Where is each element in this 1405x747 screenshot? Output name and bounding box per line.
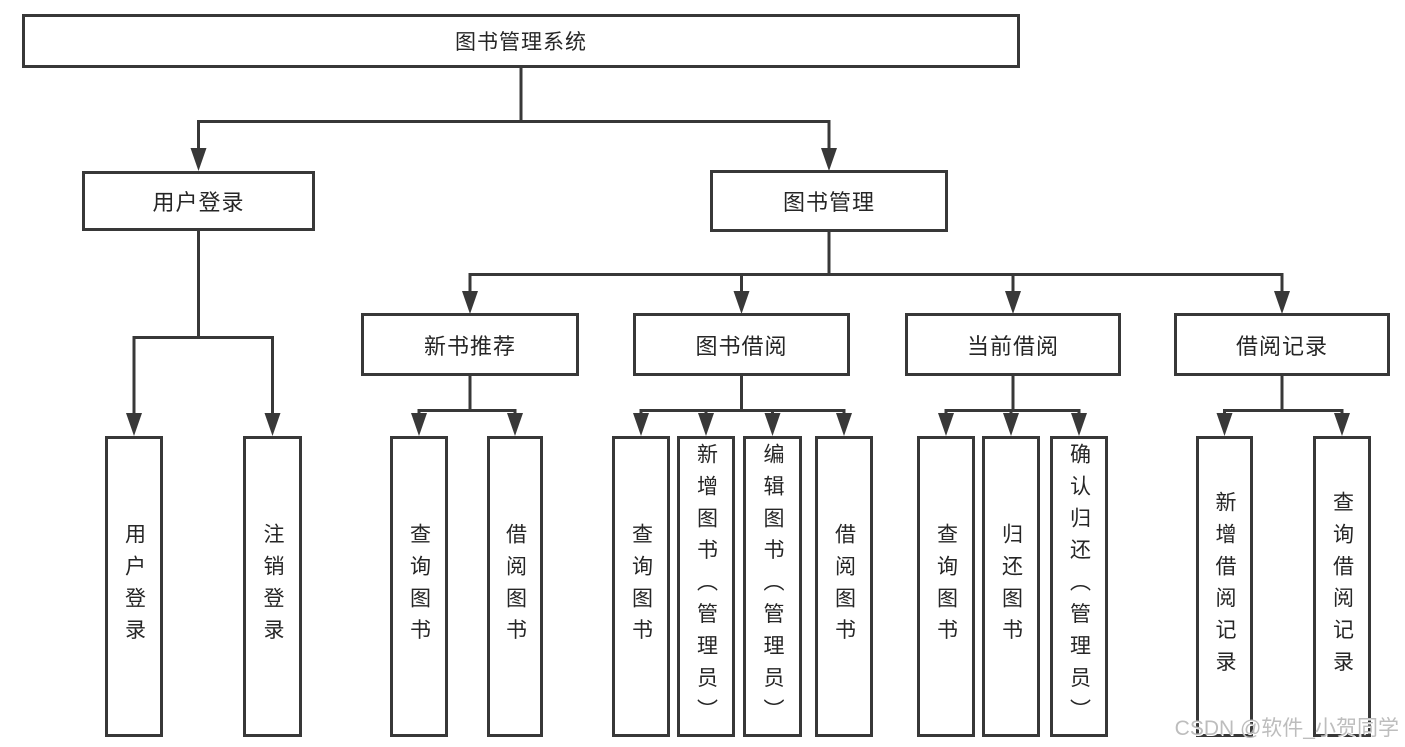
leaf-borrow-books-recommend: 借阅图书 xyxy=(487,436,543,737)
arrowhead-icon xyxy=(1003,413,1019,436)
watermark: CSDN @软件_小贺同学 xyxy=(1174,717,1399,740)
arrowhead-icon xyxy=(836,413,852,436)
arrowhead-icon xyxy=(126,413,142,436)
arrowhead-icon xyxy=(1216,413,1233,436)
arrowhead-icon xyxy=(733,291,750,314)
arrowhead-icon xyxy=(411,413,427,436)
leaf-borrow-books-borrowing: 借阅图书 xyxy=(815,436,873,737)
arrowhead-icon xyxy=(264,413,281,436)
arrowhead-icon xyxy=(507,413,523,436)
leaf-return-books: 归还图书 xyxy=(982,436,1040,737)
leaf-query-borrow-record: 查询借阅记录 xyxy=(1313,436,1371,737)
leaf-logout: 注销登录 xyxy=(243,436,302,737)
arrowhead-icon xyxy=(633,413,649,436)
arrowhead-icon xyxy=(462,291,478,314)
leaf-user-login: 用户登录 xyxy=(105,436,163,737)
leaf-add-books-admin: 新增图书（管理员） xyxy=(677,436,735,737)
arrowhead-icon xyxy=(190,148,207,171)
arrowhead-icon xyxy=(764,413,781,436)
arrowhead-icon xyxy=(1334,413,1350,436)
node-book-management: 图书管理 xyxy=(710,170,948,232)
arrowhead-icon xyxy=(1005,291,1021,314)
arrowhead-icon xyxy=(698,413,714,436)
node-book-borrowing: 图书借阅 xyxy=(633,313,850,376)
leaf-query-books-recommend: 查询图书 xyxy=(390,436,448,737)
leaf-add-borrow-record: 新增借阅记录 xyxy=(1196,436,1253,737)
leaf-confirm-return-admin: 确认归还（管理员） xyxy=(1050,436,1108,737)
leaf-query-books-borrowing: 查询图书 xyxy=(612,436,670,737)
node-borrowing-records: 借阅记录 xyxy=(1174,313,1390,376)
node-user-login: 用户登录 xyxy=(82,171,315,231)
arrowhead-icon xyxy=(938,413,954,436)
arrowhead-icon xyxy=(821,148,837,171)
arrowhead-icon xyxy=(1274,291,1290,314)
node-root: 图书管理系统 xyxy=(22,14,1020,68)
node-new-book-recommend: 新书推荐 xyxy=(361,313,579,376)
leaf-query-books-current: 查询图书 xyxy=(917,436,975,737)
node-current-borrowing: 当前借阅 xyxy=(905,313,1121,376)
leaf-edit-books-admin: 编辑图书（管理员） xyxy=(743,436,802,737)
arrowhead-icon xyxy=(1071,413,1087,436)
